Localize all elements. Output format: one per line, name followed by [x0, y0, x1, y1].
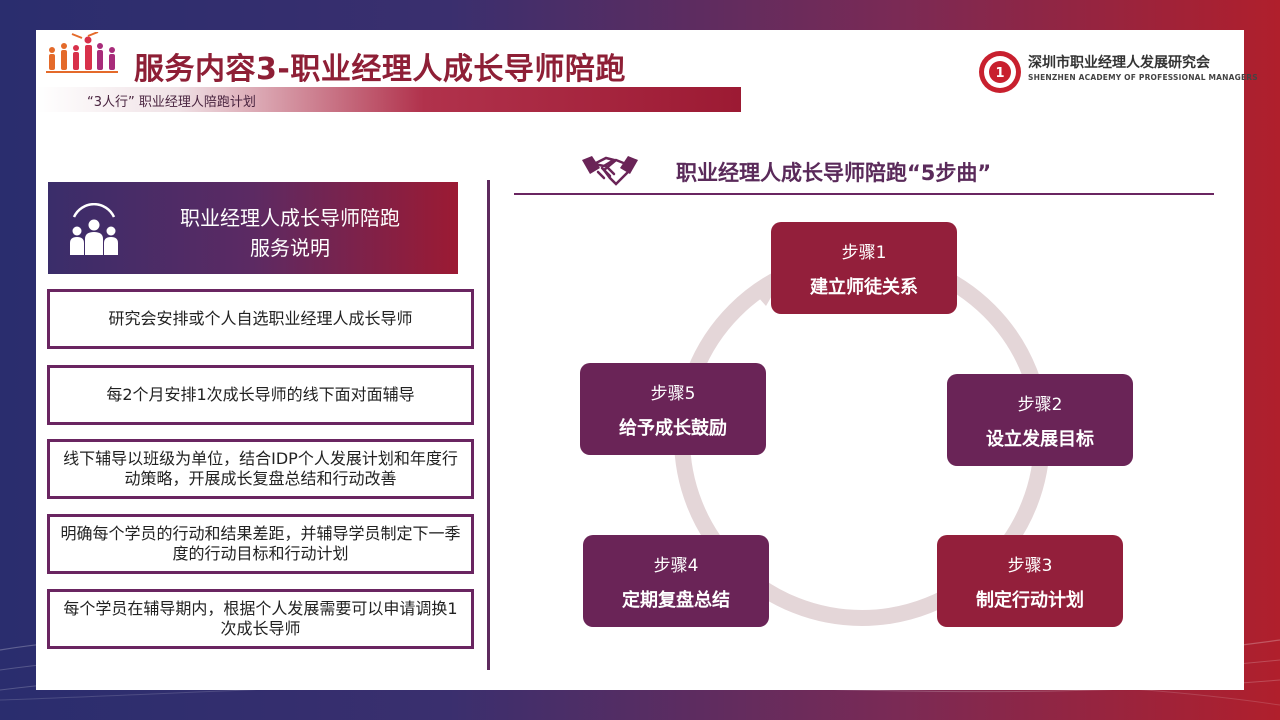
subtitle-bar [36, 87, 741, 112]
service-header-line1: 职业经理人成长导师陪跑 [180, 206, 400, 230]
people-group-icon [70, 203, 118, 255]
step-5-card: 步骤5 给予成长鼓励 [580, 363, 766, 455]
step-5-text: 给予成长鼓励 [619, 417, 727, 439]
step-3-text: 制定行动计划 [976, 589, 1084, 611]
team-celebration-icon [46, 32, 118, 73]
step-2-label: 步骤2 [1017, 394, 1063, 415]
step-2-text: 设立发展目标 [986, 428, 1094, 450]
service-item-2: 每2个月安排1次成长导师的线下面对面辅导 [47, 365, 474, 425]
steps-title-underline [514, 193, 1214, 195]
step-1-label: 步骤1 [841, 242, 887, 263]
subtitle: “3人行” 职业经理人陪跑计划 [87, 95, 256, 110]
steps-title: 职业经理人成长导师陪跑“5步曲” [676, 161, 992, 185]
service-item-3: 线下辅导以班级为单位，结合IDP个人发展计划和年度行动策略，开展成长复盘总结和行… [47, 439, 474, 499]
org-name-en: SHENZHEN ACADEMY OF PROFESSIONAL MANAGER… [1028, 73, 1258, 82]
svg-text:1: 1 [995, 66, 1004, 81]
step-4-card: 步骤4 定期复盘总结 [583, 535, 769, 627]
step-4-text: 定期复盘总结 [622, 589, 730, 611]
service-header-line2: 服务说明 [250, 236, 330, 260]
step-3-label: 步骤3 [1007, 555, 1053, 576]
handshake-icon [582, 156, 638, 186]
service-item-4: 明确每个学员的行动和结果差距，并辅导学员制定下一季度的行动目标和行动计划 [47, 514, 474, 574]
service-header-banner [48, 182, 458, 274]
vertical-divider [487, 180, 490, 670]
service-item-5: 每个学员在辅导期内，根据个人发展需要可以申请调换1次成长导师 [47, 589, 474, 649]
step-4-label: 步骤4 [653, 555, 699, 576]
org-seal-icon: 1 [979, 51, 1021, 93]
org-name-cn: 深圳市职业经理人发展研究会 [1028, 55, 1210, 71]
step-1-text: 建立师徒关系 [810, 276, 918, 298]
step-3-card: 步骤3 制定行动计划 [937, 535, 1123, 627]
step-1-card: 步骤1 建立师徒关系 [771, 222, 957, 314]
page-title: 服务内容3-职业经理人成长导师陪跑 [134, 52, 626, 87]
step-2-card: 步骤2 设立发展目标 [947, 374, 1133, 466]
step-5-label: 步骤5 [650, 383, 696, 404]
service-item-1: 研究会安排或个人自选职业经理人成长导师 [47, 289, 474, 349]
